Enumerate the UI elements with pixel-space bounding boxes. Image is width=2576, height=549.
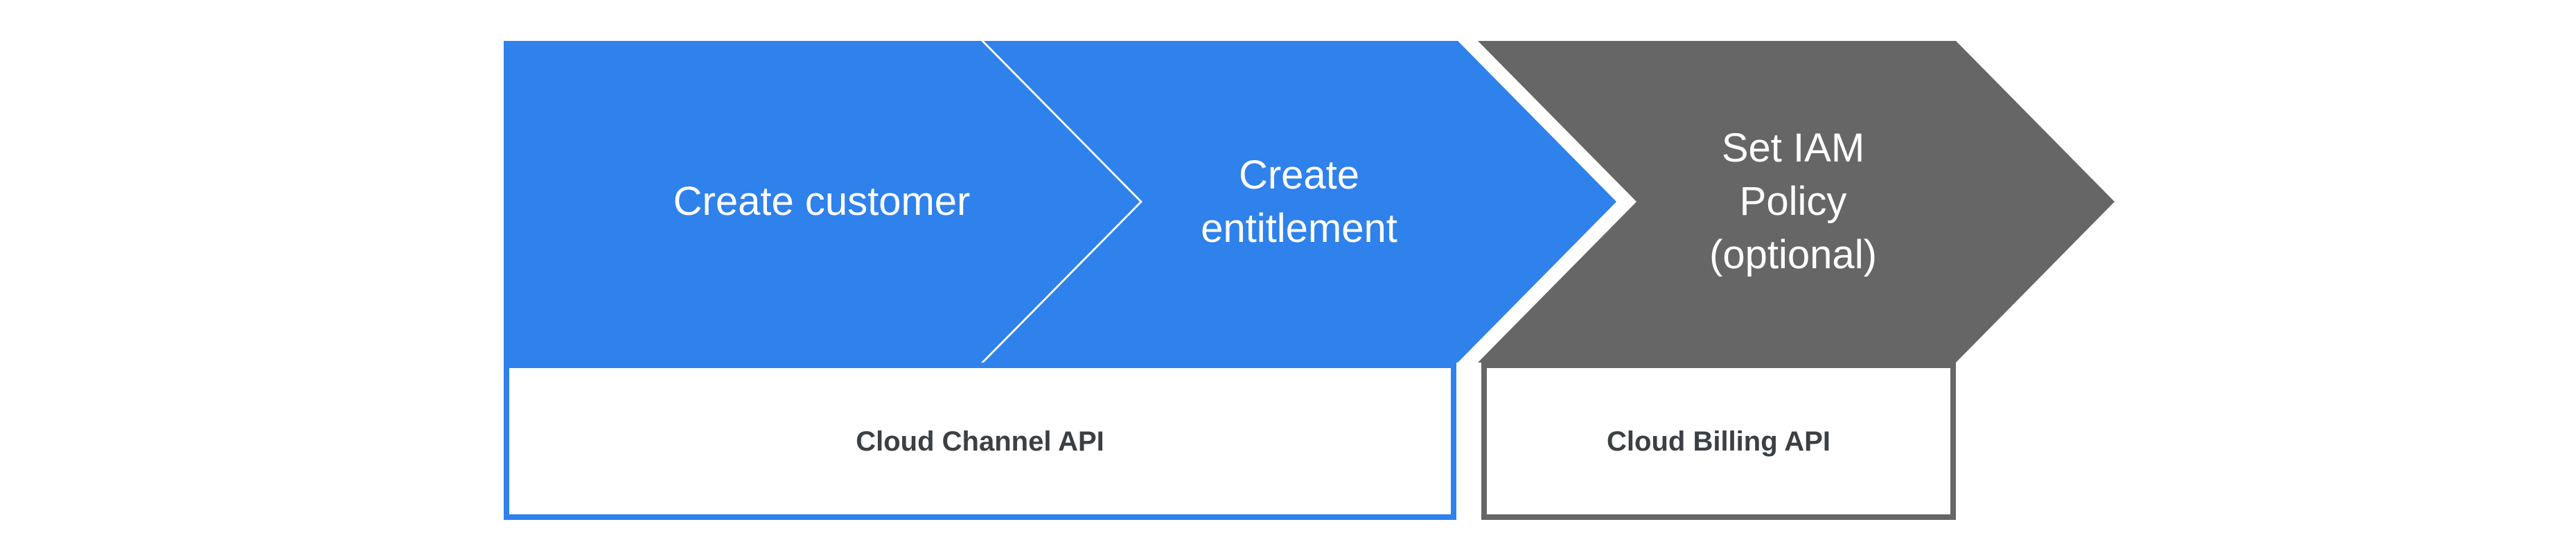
chevron-shape-create-entitlement[interactable]: [984, 41, 1616, 363]
api-box-cloud-billing-api[interactable]: [1481, 363, 1956, 520]
chevron-shape-set-iam-policy[interactable]: [1478, 41, 2115, 363]
api-box-cloud-channel-api[interactable]: [504, 363, 1456, 520]
chevron-shape-create-customer[interactable]: [504, 41, 1140, 363]
